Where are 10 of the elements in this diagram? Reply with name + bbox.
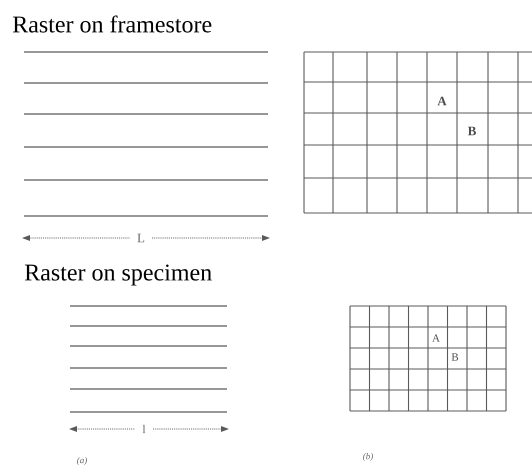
panel-label: (a) bbox=[77, 456, 87, 466]
point-label: B bbox=[452, 353, 458, 361]
heading: Raster on framestore bbox=[12, 15, 212, 33]
heading: Raster on specimen bbox=[24, 264, 212, 286]
point-label: A bbox=[437, 96, 447, 106]
point-label: A bbox=[432, 334, 440, 342]
panel-label: (b) bbox=[363, 452, 373, 462]
point-label: B bbox=[468, 126, 476, 136]
dimension-label: l bbox=[142, 424, 146, 434]
dimension-label: L bbox=[137, 234, 144, 242]
